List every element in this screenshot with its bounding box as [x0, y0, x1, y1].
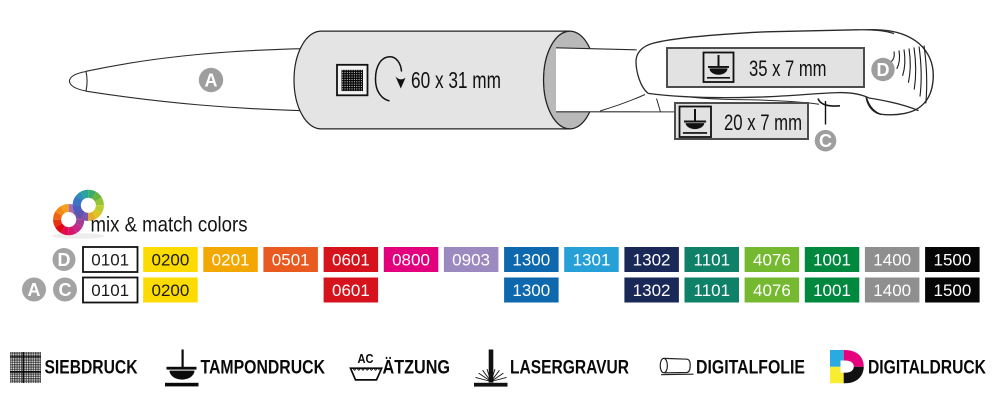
- svg-text:C: C: [819, 131, 832, 151]
- svg-text:4076: 4076: [753, 281, 791, 300]
- svg-text:AC: AC: [358, 351, 375, 366]
- svg-text:LASERGRAVUR: LASERGRAVUR: [510, 357, 629, 379]
- svg-text:DIGITALFOLIE: DIGITALFOLIE: [696, 357, 805, 379]
- svg-text:1400: 1400: [873, 251, 911, 270]
- svg-text:20 x 7 mm: 20 x 7 mm: [724, 110, 802, 135]
- svg-text:A: A: [205, 71, 218, 91]
- svg-text:1500: 1500: [933, 251, 971, 270]
- svg-text:0601: 0601: [332, 251, 370, 270]
- svg-text:TAMPONDRUCK: TAMPONDRUCK: [201, 357, 326, 379]
- svg-text:1300: 1300: [512, 251, 550, 270]
- svg-text:35 x 7 mm: 35 x 7 mm: [749, 56, 827, 81]
- svg-text:0501: 0501: [272, 251, 310, 270]
- svg-text:SIEBDRUCK: SIEBDRUCK: [45, 357, 138, 379]
- svg-text:1301: 1301: [573, 251, 611, 270]
- svg-text:0200: 0200: [151, 281, 189, 300]
- svg-text:1001: 1001: [813, 251, 851, 270]
- svg-text:0101: 0101: [91, 251, 129, 270]
- svg-text:mix & match colors: mix & match colors: [91, 214, 248, 237]
- svg-text:D: D: [877, 60, 890, 80]
- svg-text:1101: 1101: [694, 281, 731, 300]
- svg-text:D: D: [58, 250, 71, 270]
- svg-text:1300: 1300: [512, 281, 550, 300]
- svg-text:0903: 0903: [452, 251, 490, 270]
- svg-text:60 x 31 mm: 60 x 31 mm: [411, 67, 501, 93]
- svg-text:ÄTZUNG: ÄTZUNG: [383, 356, 451, 379]
- svg-text:1001: 1001: [813, 281, 851, 300]
- svg-text:0800: 0800: [392, 251, 430, 270]
- svg-text:0101: 0101: [91, 281, 129, 300]
- svg-text:C: C: [59, 280, 72, 300]
- svg-text:DIGITALDRUCK: DIGITALDRUCK: [868, 357, 986, 379]
- svg-text:A: A: [28, 280, 41, 300]
- svg-text:4076: 4076: [753, 251, 791, 270]
- svg-text:1302: 1302: [633, 251, 671, 270]
- svg-text:0201: 0201: [212, 251, 250, 270]
- svg-text:1302: 1302: [633, 281, 671, 300]
- svg-text:1500: 1500: [933, 281, 971, 300]
- svg-text:0601: 0601: [332, 281, 370, 300]
- svg-text:1400: 1400: [873, 281, 911, 300]
- svg-text:0200: 0200: [151, 251, 189, 270]
- svg-text:1101: 1101: [694, 251, 731, 270]
